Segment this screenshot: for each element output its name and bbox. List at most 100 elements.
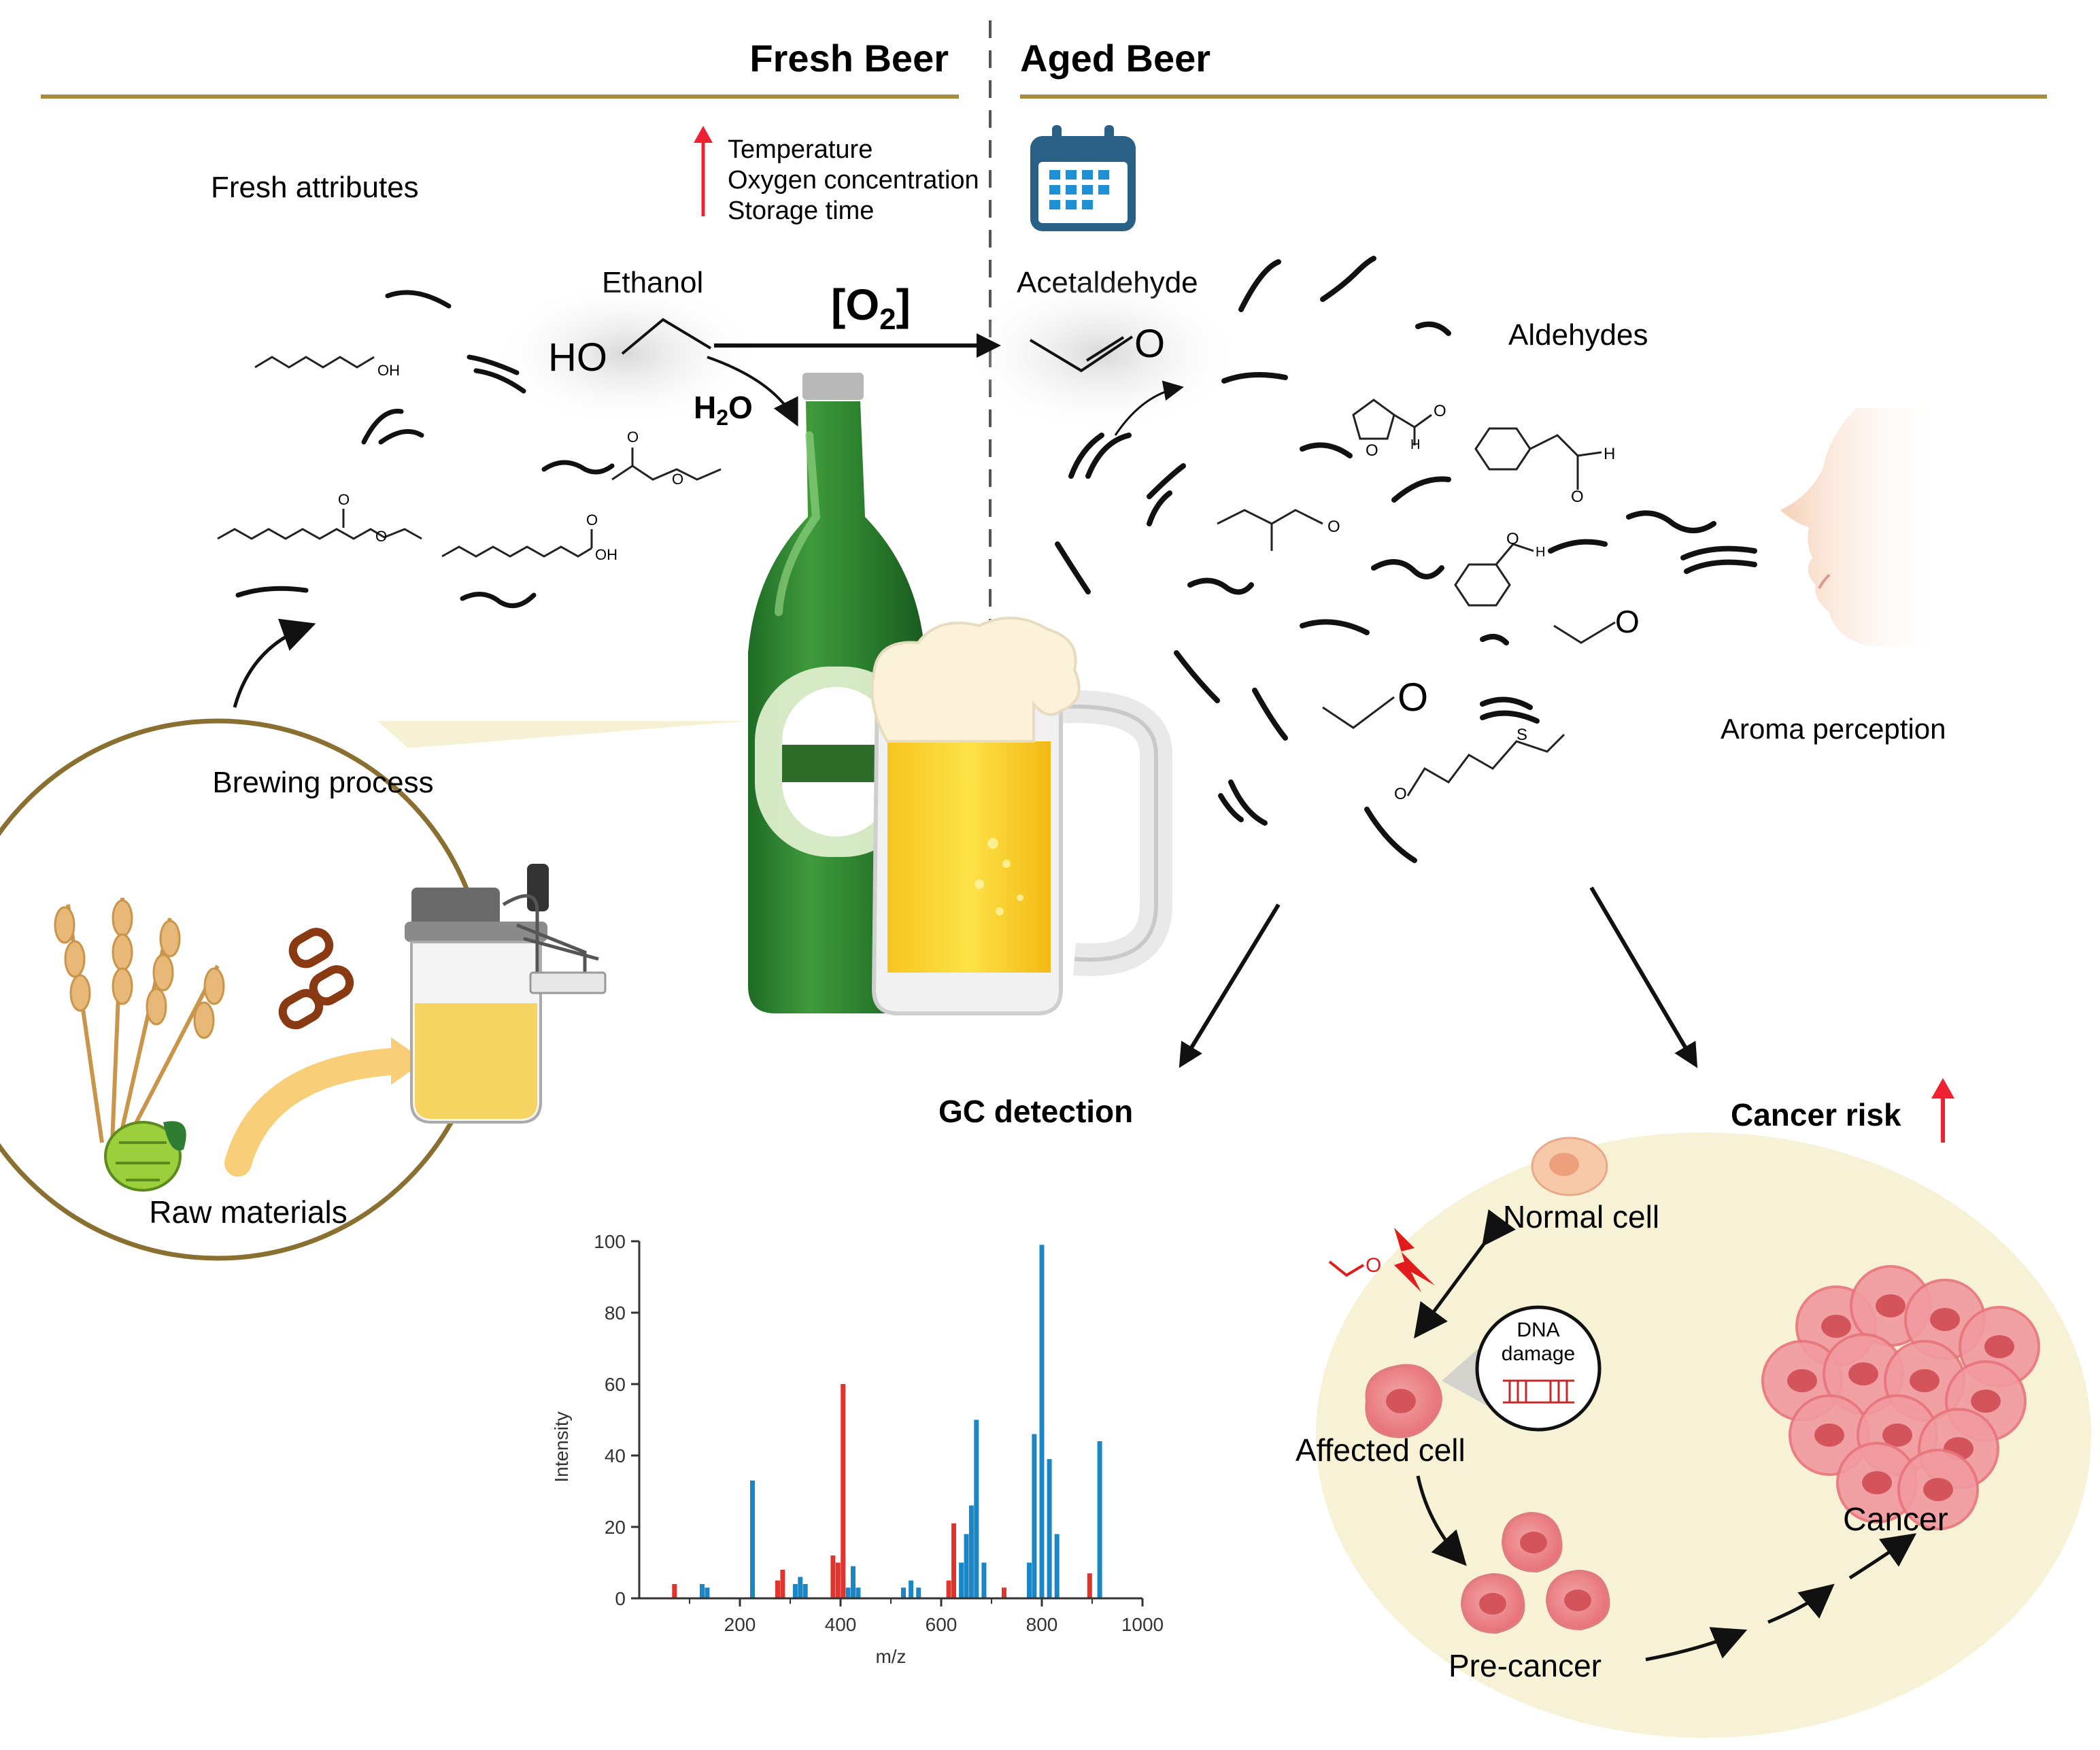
normal-cell-icon xyxy=(1531,1137,1608,1196)
methylbutanal-o-label: O xyxy=(1327,518,1340,536)
chart-y-tick-label: 20 xyxy=(605,1517,626,1538)
raw-materials-label: Raw materials xyxy=(149,1194,347,1230)
affected-precancer-arrow xyxy=(1416,1475,1467,1566)
squiggle xyxy=(1480,696,1533,710)
squiggle xyxy=(385,290,452,309)
squiggle xyxy=(1680,545,1757,560)
ethyl-acetate-structure xyxy=(611,465,722,481)
chart-y-axis-label: Intensity xyxy=(551,1411,572,1482)
tumor-cell-nucleus xyxy=(1787,1369,1817,1392)
chart-bars xyxy=(672,1245,1102,1598)
ethanol-ho-label: HO xyxy=(548,335,607,380)
squiggle xyxy=(1480,634,1509,645)
squiggle xyxy=(1684,559,1757,574)
chart-bar xyxy=(802,1584,808,1598)
normal-cell-label: Normal cell xyxy=(1503,1199,1659,1234)
acetaldehyde-glow xyxy=(959,272,1244,435)
benzaldehyde-o-label: O xyxy=(1506,530,1519,548)
chart-bar xyxy=(830,1555,836,1598)
acetaldehyde-release-arrow xyxy=(1114,380,1184,436)
squiggle xyxy=(1548,539,1608,554)
squiggle xyxy=(1480,710,1540,724)
acetaldehyde-medium-structure xyxy=(1322,696,1395,729)
squiggle xyxy=(1238,259,1281,312)
condition-temperature: Temperature xyxy=(728,135,873,164)
chart-bar xyxy=(750,1480,755,1598)
squiggle xyxy=(1320,256,1376,302)
squiggle xyxy=(1415,321,1451,336)
condition-oxygen: Oxygen concentration xyxy=(728,166,979,195)
brewing-process-panel: Brewing process Raw materials xyxy=(0,718,607,1261)
affected-cell-icon xyxy=(1365,1364,1442,1438)
squiggle xyxy=(1391,476,1451,503)
squiggle xyxy=(1300,619,1370,635)
chart-bar xyxy=(974,1419,979,1598)
chart-bar xyxy=(1047,1459,1052,1598)
squiggle xyxy=(1147,490,1172,526)
cancer-risk-arrow xyxy=(1589,886,1698,1068)
aroma-perception-label: Aroma perception xyxy=(1721,713,1946,745)
cancer-panel: Normal cell O DNA damage Affected cell xyxy=(1295,1132,2091,1738)
process-arrow xyxy=(224,1047,415,1177)
fresh-attributes-label: Fresh attributes xyxy=(211,171,419,204)
brewing-to-fresh-arrow xyxy=(233,618,316,708)
decanoic-acid-structure xyxy=(441,545,592,558)
fresh-molecule-labels: OH O O O OH O O xyxy=(338,362,683,563)
squiggle xyxy=(361,409,404,445)
aldehydes-label: Aldehydes xyxy=(1508,318,1648,352)
header: Fresh Beer Aged Beer xyxy=(41,20,2047,639)
fermenter-icon xyxy=(405,864,607,1124)
aged-beer-title: Aged Beer xyxy=(1020,37,1210,80)
chart-x-tick-label: 600 xyxy=(926,1614,958,1635)
squiggle xyxy=(473,368,526,394)
hexanol-structure xyxy=(254,356,375,369)
tumor-cell-nucleus xyxy=(1876,1294,1906,1317)
squiggle xyxy=(1252,688,1288,741)
chart-bar xyxy=(1054,1534,1060,1598)
chart-y-tick-label: 80 xyxy=(605,1302,626,1324)
acetate-o-label: O xyxy=(627,428,639,445)
acetaldehyde-red-structure xyxy=(1328,1260,1365,1277)
brewing-process-label: Brewing process xyxy=(212,766,433,799)
normal-affected-arrow xyxy=(1414,1209,1516,1339)
furfural-ring xyxy=(1352,399,1395,440)
chart-bar xyxy=(705,1587,710,1598)
tumor-cell-nucleus xyxy=(1821,1315,1851,1338)
chart-bar xyxy=(1087,1573,1092,1598)
chart-bar xyxy=(901,1587,906,1598)
water-arrow xyxy=(707,356,798,427)
squiggle xyxy=(1228,779,1268,826)
chart-y-tick-label: 0 xyxy=(615,1588,626,1609)
methional-o-label: O xyxy=(1394,785,1407,803)
tumor-cell-nucleus xyxy=(1848,1362,1878,1385)
chart-x-tick-label: 400 xyxy=(825,1614,857,1635)
dna-label: DNA xyxy=(1517,1319,1559,1341)
methional-structure xyxy=(1406,733,1565,796)
chart-bar xyxy=(851,1566,856,1598)
squiggle xyxy=(1174,650,1220,703)
squiggle xyxy=(1300,442,1353,458)
squiggle xyxy=(1147,463,1186,499)
chart-y-tick-label: 40 xyxy=(605,1445,626,1466)
wheat-icon xyxy=(54,897,225,1144)
squiggle xyxy=(1085,433,1132,479)
chart-bar xyxy=(916,1587,921,1598)
chart-x-tick-label: 800 xyxy=(1026,1614,1058,1635)
chart-bar xyxy=(959,1562,964,1598)
chart-bar xyxy=(672,1584,677,1598)
furfural-o-label: O xyxy=(1366,441,1378,460)
squiggle xyxy=(378,428,424,445)
acetaldehyde-small-structure xyxy=(1553,621,1616,644)
chart-bar xyxy=(835,1562,841,1598)
chart-bar xyxy=(775,1580,780,1598)
chart-x-tick-label: 200 xyxy=(724,1614,756,1635)
ethanol-structure xyxy=(621,318,712,355)
acetate-o2-label: O xyxy=(672,471,683,488)
tumor-cell-nucleus xyxy=(1930,1308,1960,1331)
water-label: H2O xyxy=(694,390,753,430)
calendar-icon xyxy=(1030,125,1136,231)
